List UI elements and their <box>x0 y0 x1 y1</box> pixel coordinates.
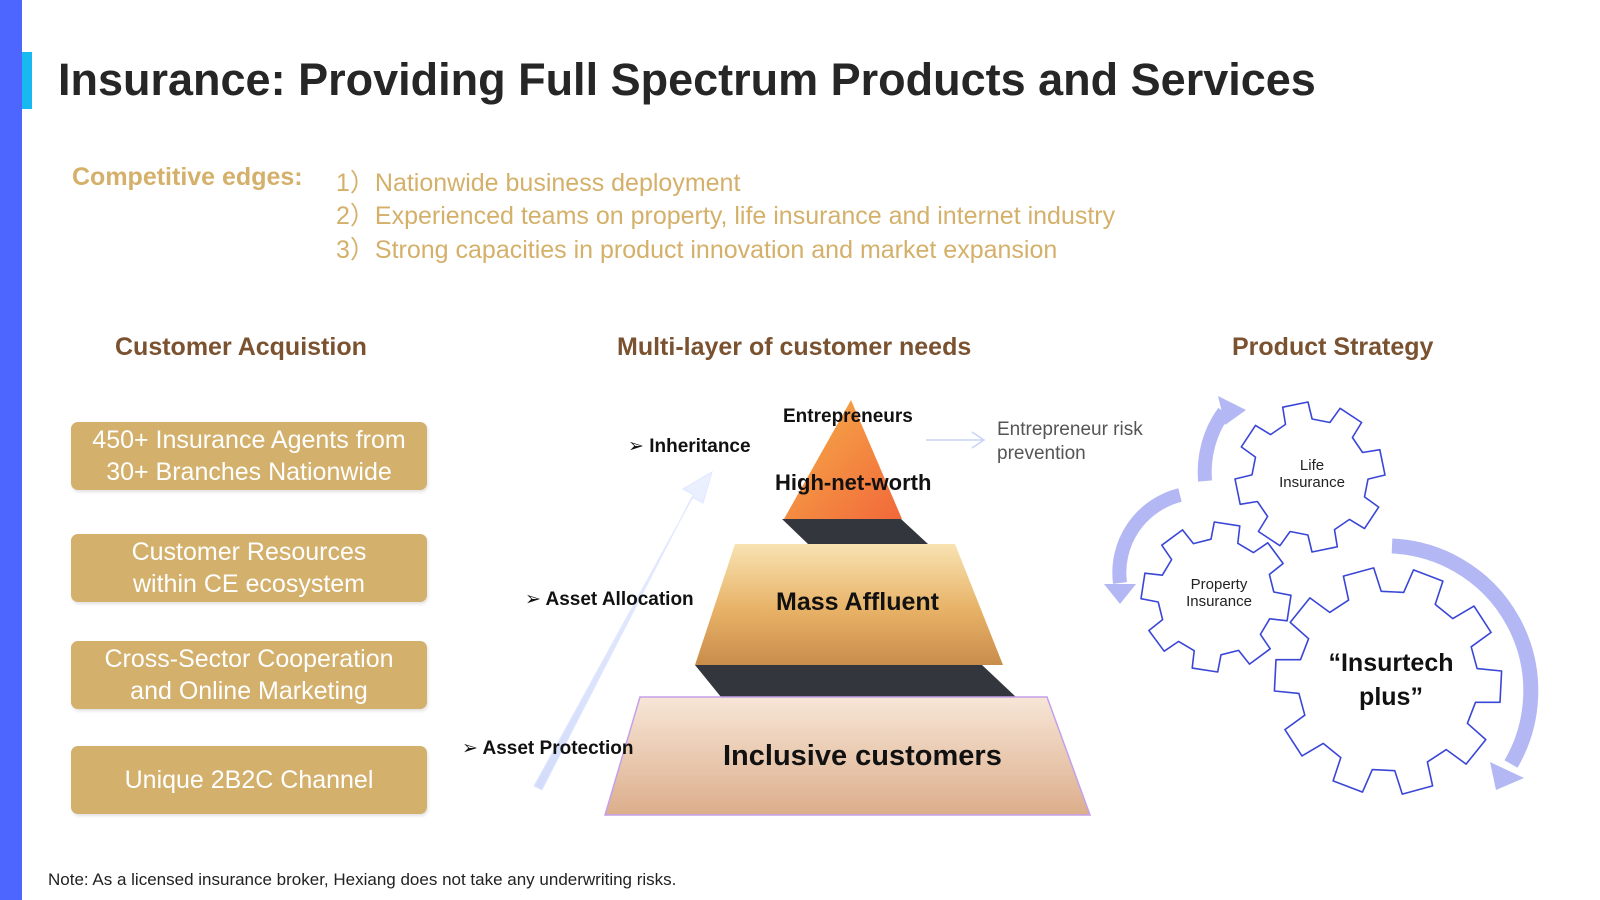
competitive-edges-label: Competitive edges: <box>72 163 303 191</box>
bullet-arrow-icon: ➢ <box>628 436 644 457</box>
gear-label-property: Property Insurance <box>1186 576 1252 610</box>
need-inheritance: ➢ Inheritance <box>628 435 751 458</box>
arrow-right-icon <box>926 431 986 449</box>
acquisition-box-2b2c: Unique 2B2C Channel <box>71 746 427 814</box>
acquisition-box-ecosystem: Customer Resources within CE ecosystem <box>71 534 427 602</box>
gear-label-life: Life Insurance <box>1279 457 1345 491</box>
gear-insurtech-icon <box>1273 567 1503 795</box>
footnote: Note: As a licensed insurance broker, He… <box>48 870 677 889</box>
need-asset-allocation: ➢ Asset Allocation <box>525 588 694 611</box>
gear-label-insurtech: “Insurtech plus” <box>1328 649 1454 711</box>
page-title: Insurance: Providing Full Spectrum Produ… <box>58 54 1316 105</box>
cycle-arrow-left <box>1112 488 1182 584</box>
pyramid-top-layer <box>784 400 902 519</box>
pyramid-band-upper <box>782 519 928 544</box>
cycle-arrowhead-right <box>1490 762 1524 790</box>
need-asset-allocation-label: Asset Allocation <box>545 589 694 610</box>
customer-acquisition-title: Customer Acquistion <box>115 333 367 361</box>
competitive-edge-1: 1）Nationwide business deployment <box>336 169 741 197</box>
acquisition-box-cooperation: Cross-Sector Cooperation and Online Mark… <box>71 641 427 709</box>
pyramid-band-lower <box>695 665 1016 697</box>
need-inheritance-label: Inheritance <box>649 436 751 457</box>
title-accent-bar <box>22 52 32 109</box>
cycle-arrow-top <box>1197 407 1230 482</box>
competitive-edge-3: 3）Strong capacities in product innovatio… <box>336 236 1058 264</box>
product-strategy-title: Product Strategy <box>1232 333 1434 361</box>
competitive-edge-2: 2）Experienced teams on property, life in… <box>336 202 1116 230</box>
pyramid-label-mass-affluent: Mass Affluent <box>776 588 939 616</box>
cycle-arrowhead-top <box>1218 396 1246 425</box>
gear-property-icon <box>1140 521 1292 673</box>
pyramid-label-high-net-worth: High-net-worth <box>775 470 932 495</box>
pyramid-bottom-layer <box>603 696 1092 816</box>
left-accent-bar <box>0 0 22 900</box>
cycle-arrowhead-left <box>1104 584 1136 604</box>
entrepreneur-risk-note: Entrepreneur risk prevention <box>997 419 1143 464</box>
need-asset-protection-label: Asset Protection <box>482 738 634 759</box>
bullet-arrow-icon: ➢ <box>525 589 541 610</box>
customer-needs-title: Multi-layer of customer needs <box>617 333 972 361</box>
pyramid-label-inclusive: Inclusive customers <box>723 740 1002 772</box>
gears-group <box>1140 401 1503 795</box>
acquisition-box-agents: 450+ Insurance Agents from 30+ Branches … <box>71 422 427 490</box>
cycle-arrow-right <box>1391 538 1539 768</box>
pyramid-middle-layer <box>695 544 1003 665</box>
pyramid-label-entrepreneurs: Entrepreneurs <box>783 406 913 427</box>
need-asset-protection: ➢ Asset Protection <box>462 737 633 760</box>
bullet-arrow-icon: ➢ <box>462 738 478 759</box>
gear-life-icon <box>1234 401 1386 553</box>
growth-arrow <box>533 470 713 791</box>
